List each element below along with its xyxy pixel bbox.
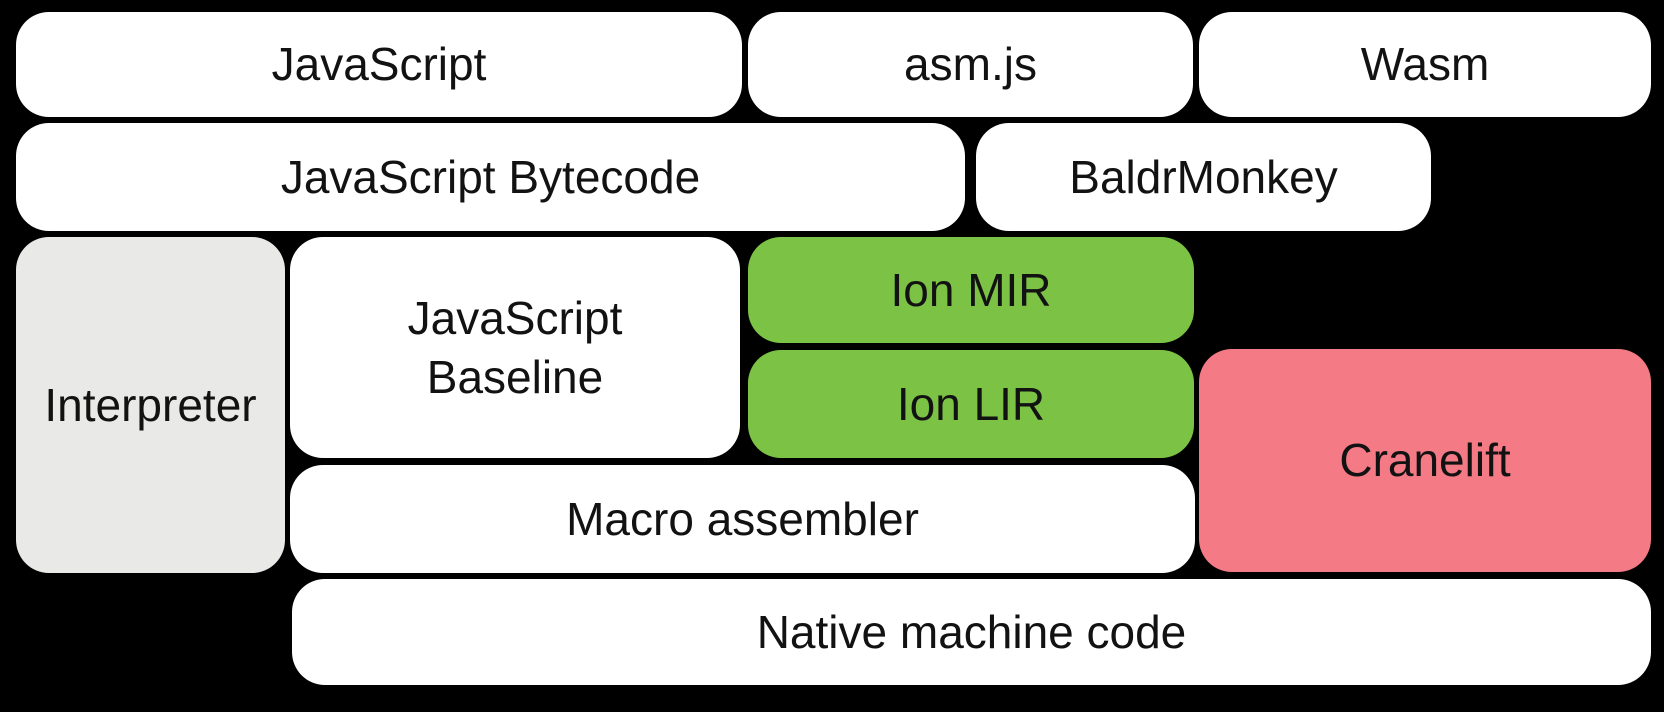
box-javascript-bytecode: JavaScript Bytecode bbox=[16, 123, 965, 231]
box-macro-assembler-label: Macro assembler bbox=[566, 492, 919, 545]
box-ion-lir-label: Ion LIR bbox=[896, 377, 1046, 430]
box-ion-lir: Ion LIR bbox=[748, 350, 1194, 458]
box-cranelift-label: Cranelift bbox=[1339, 434, 1511, 486]
box-native-machine-code-label: Native machine code bbox=[756, 605, 1187, 658]
box-javascript-baseline-label: JavaScript Baseline bbox=[407, 291, 623, 403]
box-javascript-label: JavaScript bbox=[271, 38, 487, 90]
box-ion-mir-label: Ion MIR bbox=[890, 263, 1052, 316]
box-baldrmonkey-label: BaldrMonkey bbox=[1069, 150, 1338, 203]
box-javascript: JavaScript bbox=[16, 12, 742, 117]
box-macro-assembler: Macro assembler bbox=[290, 465, 1195, 573]
box-interpreter: Interpreter bbox=[16, 237, 285, 573]
box-javascript-baseline: JavaScript Baseline bbox=[290, 237, 740, 458]
box-asm-js-label: asm.js bbox=[904, 38, 1037, 90]
box-wasm: Wasm bbox=[1199, 12, 1651, 117]
box-cranelift: Cranelift bbox=[1199, 349, 1651, 572]
box-interpreter-label: Interpreter bbox=[44, 378, 257, 431]
box-wasm-label: Wasm bbox=[1360, 38, 1490, 90]
box-baldrmonkey: BaldrMonkey bbox=[976, 123, 1431, 231]
box-ion-mir: Ion MIR bbox=[748, 237, 1194, 343]
box-native-machine-code: Native machine code bbox=[292, 579, 1651, 685]
box-asm-js: asm.js bbox=[748, 12, 1193, 117]
box-javascript-bytecode-label: JavaScript Bytecode bbox=[280, 150, 701, 203]
